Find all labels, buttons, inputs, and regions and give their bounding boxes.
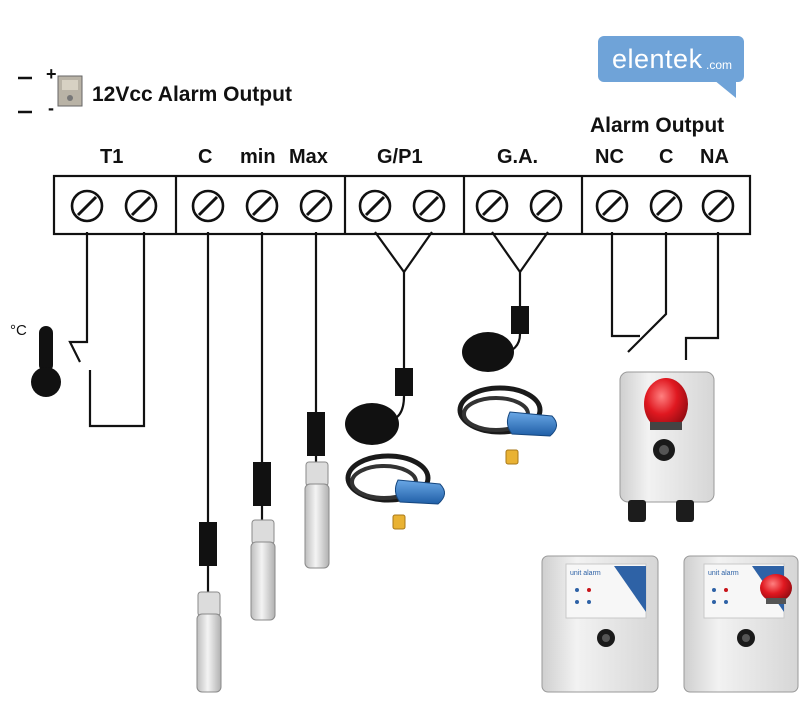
float-switch-ga — [457, 385, 557, 465]
terminal-label-gp1: G/P1 — [377, 146, 423, 168]
logo-badge-tail — [714, 80, 736, 98]
terminal-screw-icon — [191, 189, 225, 223]
terminal-label-c: C — [198, 146, 213, 168]
terminal-label-na: NA — [700, 146, 729, 168]
red-beacon-light-small — [760, 574, 792, 602]
temperature-unit-label: °C — [10, 322, 27, 339]
terminal-screw-icon — [595, 189, 629, 223]
terminal-screw-icon — [70, 189, 104, 223]
terminal-label-c2: C — [659, 146, 674, 168]
terminal-screws — [70, 189, 735, 223]
terminal-screw-icon — [649, 189, 683, 223]
logo-badge — [598, 36, 744, 82]
terminal-label-max: Max — [289, 146, 328, 168]
control-box-left: unit alarm — [541, 555, 659, 693]
terminal-label-ga: G.A. — [497, 146, 539, 168]
control-box-right: unit alarm — [683, 555, 799, 693]
thermometer-icon — [31, 326, 61, 397]
terminal-screw-icon — [358, 189, 392, 223]
terminal-screw-icon — [529, 189, 563, 223]
terminal-screw-icon — [412, 189, 446, 223]
terminal-label-t1: T1 — [100, 146, 124, 168]
level-probe-max — [304, 461, 330, 569]
probe-connectors — [199, 412, 325, 566]
alarm-relay-wiring — [610, 232, 720, 360]
unit-alarm-label-right: unit alarm — [708, 570, 739, 577]
ga-float-symbol — [462, 332, 514, 372]
terminal-label-nc: NC — [595, 146, 624, 168]
level-probe-min — [250, 519, 276, 621]
level-probe-common — [196, 591, 222, 693]
gp1-connector — [395, 368, 413, 396]
legend-alarm-output-label: 12Vcc Alarm Output — [92, 83, 292, 106]
terminal-screw-icon — [299, 189, 333, 223]
logo-brand-text: elentek — [612, 44, 703, 74]
terminal-screw-icon — [124, 189, 158, 223]
beacon-device — [619, 371, 715, 522]
logo-domain-text: .com — [706, 58, 733, 72]
legend-symbol — [18, 75, 83, 114]
legend-minus-sign: - — [48, 98, 54, 118]
probe-wires — [206, 232, 318, 592]
terminal-strip — [52, 174, 752, 236]
terminal-screw-icon — [701, 189, 735, 223]
alarm-output-header: Alarm Output — [590, 114, 725, 137]
thermostat-wiring — [68, 232, 146, 428]
gp1-float-symbol — [345, 403, 399, 445]
unit-alarm-label-left: unit alarm — [570, 570, 601, 577]
float-switch-gp1 — [345, 453, 445, 530]
legend-plus-sign: + — [46, 64, 57, 84]
terminal-label-min: min — [240, 146, 276, 168]
terminal-screw-icon — [475, 189, 509, 223]
red-beacon-light — [644, 378, 688, 430]
ga-connector — [511, 306, 529, 334]
terminal-screw-icon — [245, 189, 279, 223]
